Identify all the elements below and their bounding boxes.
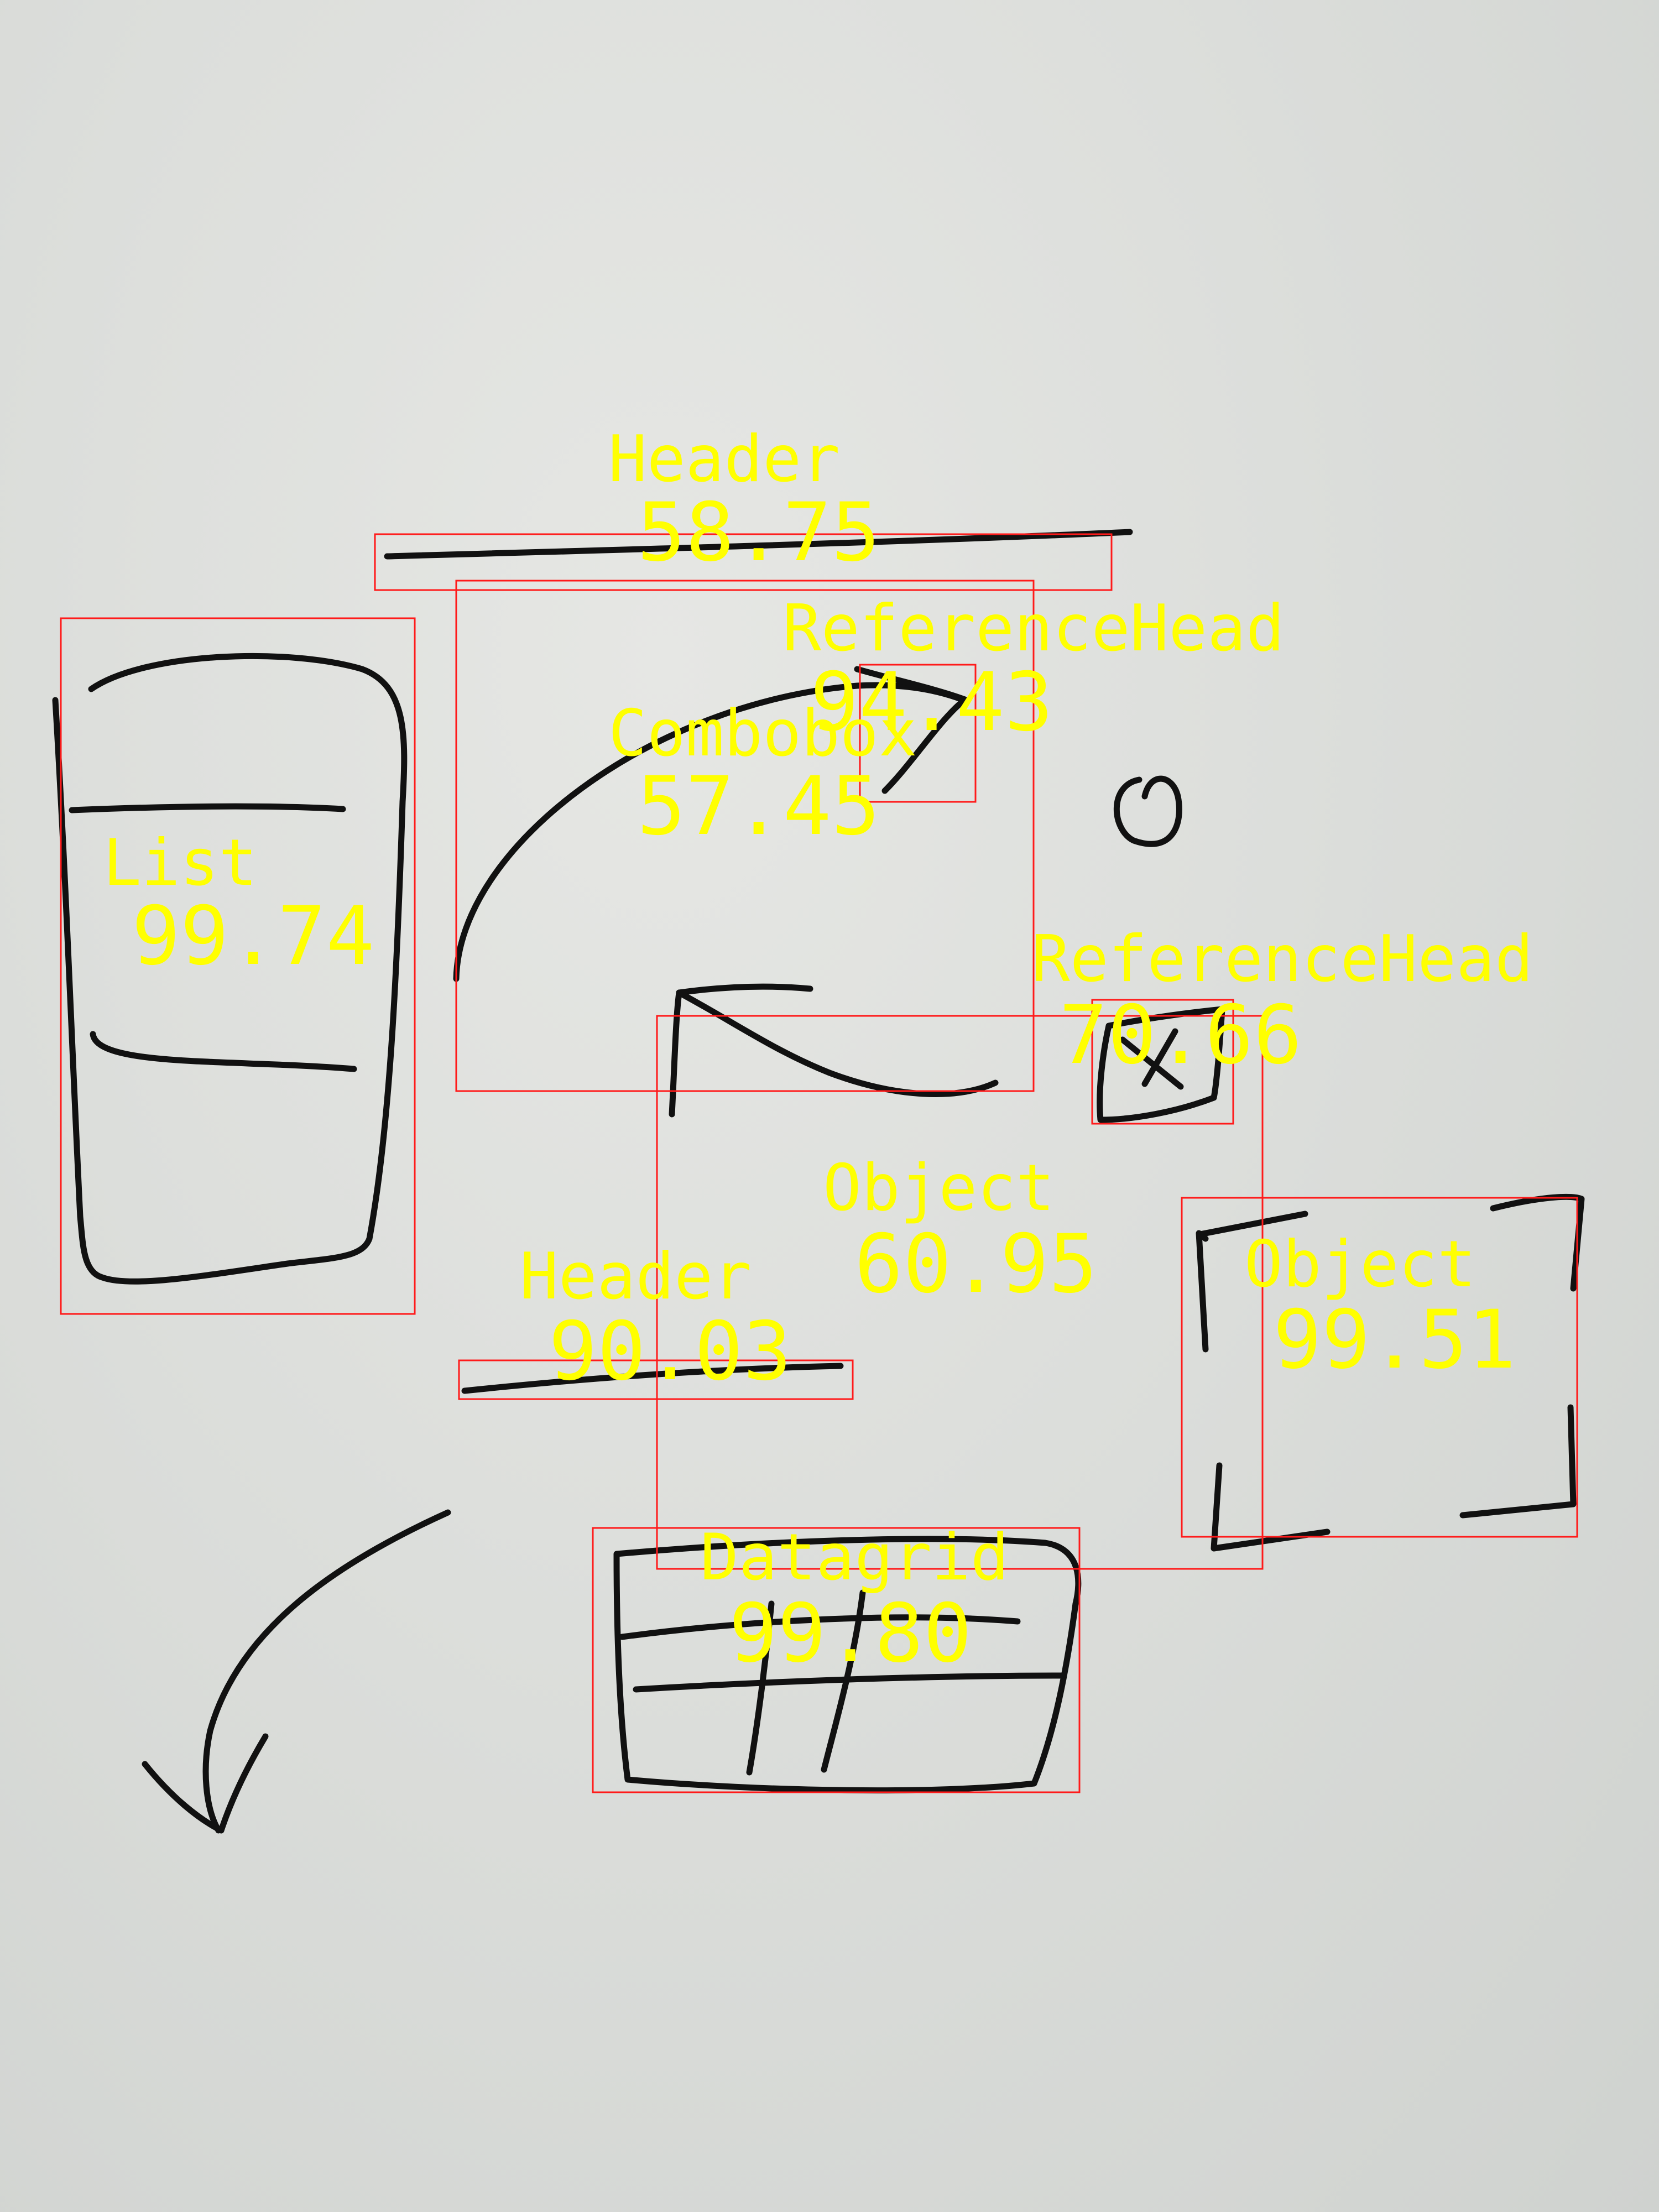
- sketch-list-outline: [52, 653, 408, 1285]
- sketch-list-divider-1: [69, 803, 346, 813]
- sketch-return-arrow: [669, 989, 999, 1118]
- label-object-center: Object: [823, 1151, 1055, 1225]
- label-datagrid: Datagrid: [700, 1520, 1009, 1595]
- sketch-header-line-top: [384, 529, 1133, 560]
- score-list: 99.74: [132, 889, 375, 983]
- detection-boxes: [60, 533, 1578, 1793]
- label-reference-head-2: ReferenceHead: [1031, 922, 1533, 997]
- box-object-center: [656, 1015, 1264, 1570]
- sketch-datagrid-outline: [613, 1536, 1082, 1794]
- box-combobox: [455, 580, 1035, 1092]
- label-list: List: [103, 826, 257, 900]
- box-header-mid: [458, 1359, 854, 1400]
- label-header-top: Header: [608, 422, 840, 497]
- score-datagrid: 99.80: [729, 1587, 972, 1681]
- box-reference-head-2: [1091, 999, 1234, 1125]
- detection-labels: Header 58.75 ReferenceHead 94.43 Combobo…: [103, 422, 1533, 1681]
- box-datagrid: [592, 1527, 1081, 1793]
- score-reference-head-2: 70.66: [1059, 988, 1302, 1082]
- label-reference-head-1: ReferenceHead: [782, 591, 1285, 666]
- label-object-right: Object: [1244, 1227, 1476, 1302]
- score-combobox: 57.45: [637, 759, 880, 853]
- sketch-bracket-top-right: [1490, 1193, 1585, 1292]
- sketch-datagrid-col-2: [821, 1589, 866, 1773]
- sketch-bottom-arrow: [202, 1509, 451, 1834]
- score-object-center: 60.95: [854, 1217, 1098, 1311]
- sketch-return-arrow-head: [676, 983, 813, 996]
- score-header-mid: 90.03: [549, 1305, 792, 1399]
- box-reference-head-1: [859, 664, 977, 803]
- sketch-datagrid-row-1: [619, 1614, 1021, 1640]
- sketch-list-divider-2: [90, 1031, 357, 1072]
- sketch-datagrid-row-2: [633, 1672, 1065, 1693]
- sketch-bracket-bottom-right: [1459, 1404, 1577, 1519]
- box-object-right: [1181, 1197, 1578, 1538]
- sketch-datagrid-col-1: [746, 1600, 775, 1776]
- box-header-top: [374, 533, 1113, 591]
- sketch-small-box: [1097, 1006, 1225, 1123]
- box-list: [60, 617, 416, 1315]
- sketch-scribble-circle: [1113, 775, 1182, 847]
- sketch-curved-arrow-head: [854, 666, 968, 794]
- sketch-small-box-x: [1119, 1028, 1184, 1090]
- sketch-bottom-arrow-head: [142, 1733, 269, 1834]
- score-reference-head-1: 94.43: [810, 655, 1053, 749]
- label-header-mid: Header: [520, 1239, 752, 1314]
- score-object-right: 99.51: [1273, 1293, 1516, 1387]
- label-combobox: Combobox: [608, 696, 917, 771]
- sketch-bracket-top-left-v: [1196, 1230, 1209, 1353]
- score-header-top: 58.75: [637, 486, 880, 580]
